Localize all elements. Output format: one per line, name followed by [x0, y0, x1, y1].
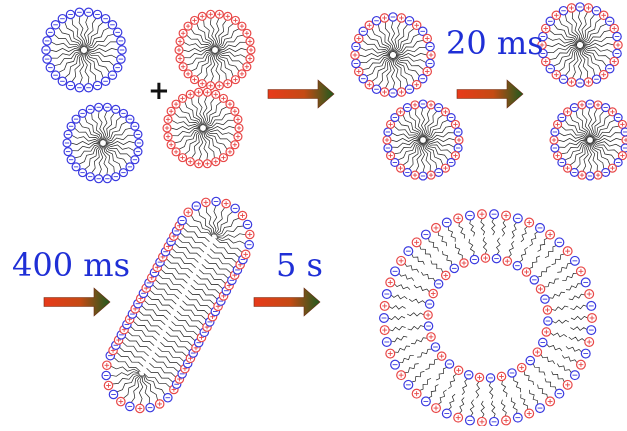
- micelle-blue-bottom: [62, 102, 144, 184]
- mixed-micelle-4: [549, 99, 627, 181]
- micelle-red-bottom: [162, 87, 244, 169]
- plus-sign: +: [148, 76, 170, 106]
- micelle-blue-top: [41, 7, 127, 93]
- mixed-micelle-2: [382, 99, 464, 181]
- time-label-400ms: 400 ms: [12, 246, 131, 284]
- mixed-micelle-3: [537, 2, 623, 88]
- time-label-20ms: 20 ms: [446, 24, 544, 62]
- arrow-icon-1: [267, 79, 335, 109]
- micelle-red-top: [174, 9, 256, 91]
- mixed-micelle-1: [350, 12, 436, 98]
- rod-micelle: [101, 196, 255, 414]
- arrow-icon-3: [43, 287, 111, 317]
- arrow-icon-4: [253, 287, 321, 317]
- time-label-5s: 5 s: [276, 246, 323, 284]
- vesicle: [379, 209, 597, 427]
- arrow-icon-2: [456, 79, 524, 109]
